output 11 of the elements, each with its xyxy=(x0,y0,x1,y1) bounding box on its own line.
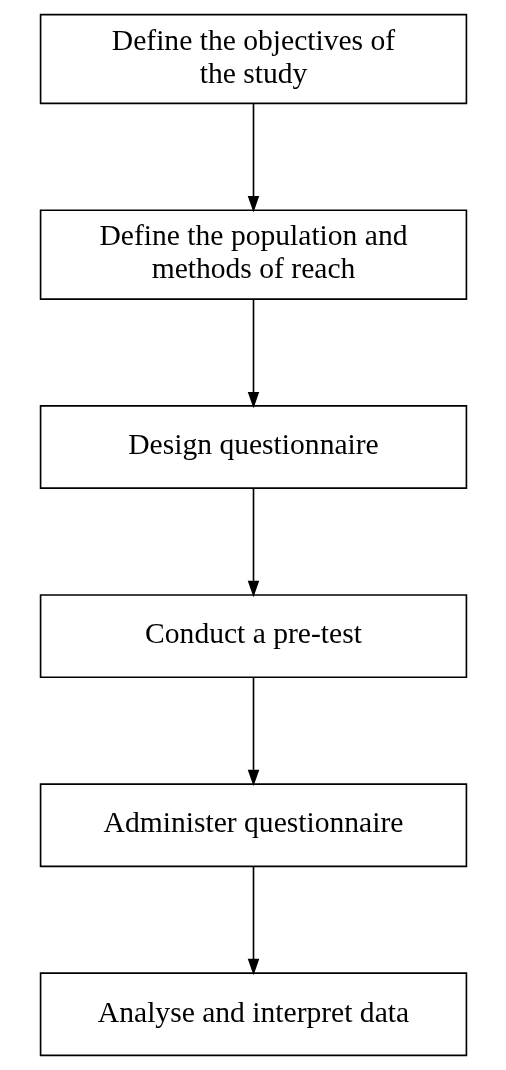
arrow xyxy=(247,865,259,976)
node-box: Analyse and interpret data xyxy=(39,972,467,1057)
node-box: Conduct a pre-test xyxy=(39,594,467,679)
node-box: Define the population and methods of reach xyxy=(39,209,467,300)
arrow xyxy=(247,487,259,598)
node-box: Design questionnaire xyxy=(39,405,467,489)
arrow xyxy=(247,103,259,213)
arrow xyxy=(247,676,259,787)
node-box: Administer questionnaire xyxy=(39,783,467,868)
arrow xyxy=(247,298,259,409)
node-box: Define the objectives of the study xyxy=(39,13,467,105)
